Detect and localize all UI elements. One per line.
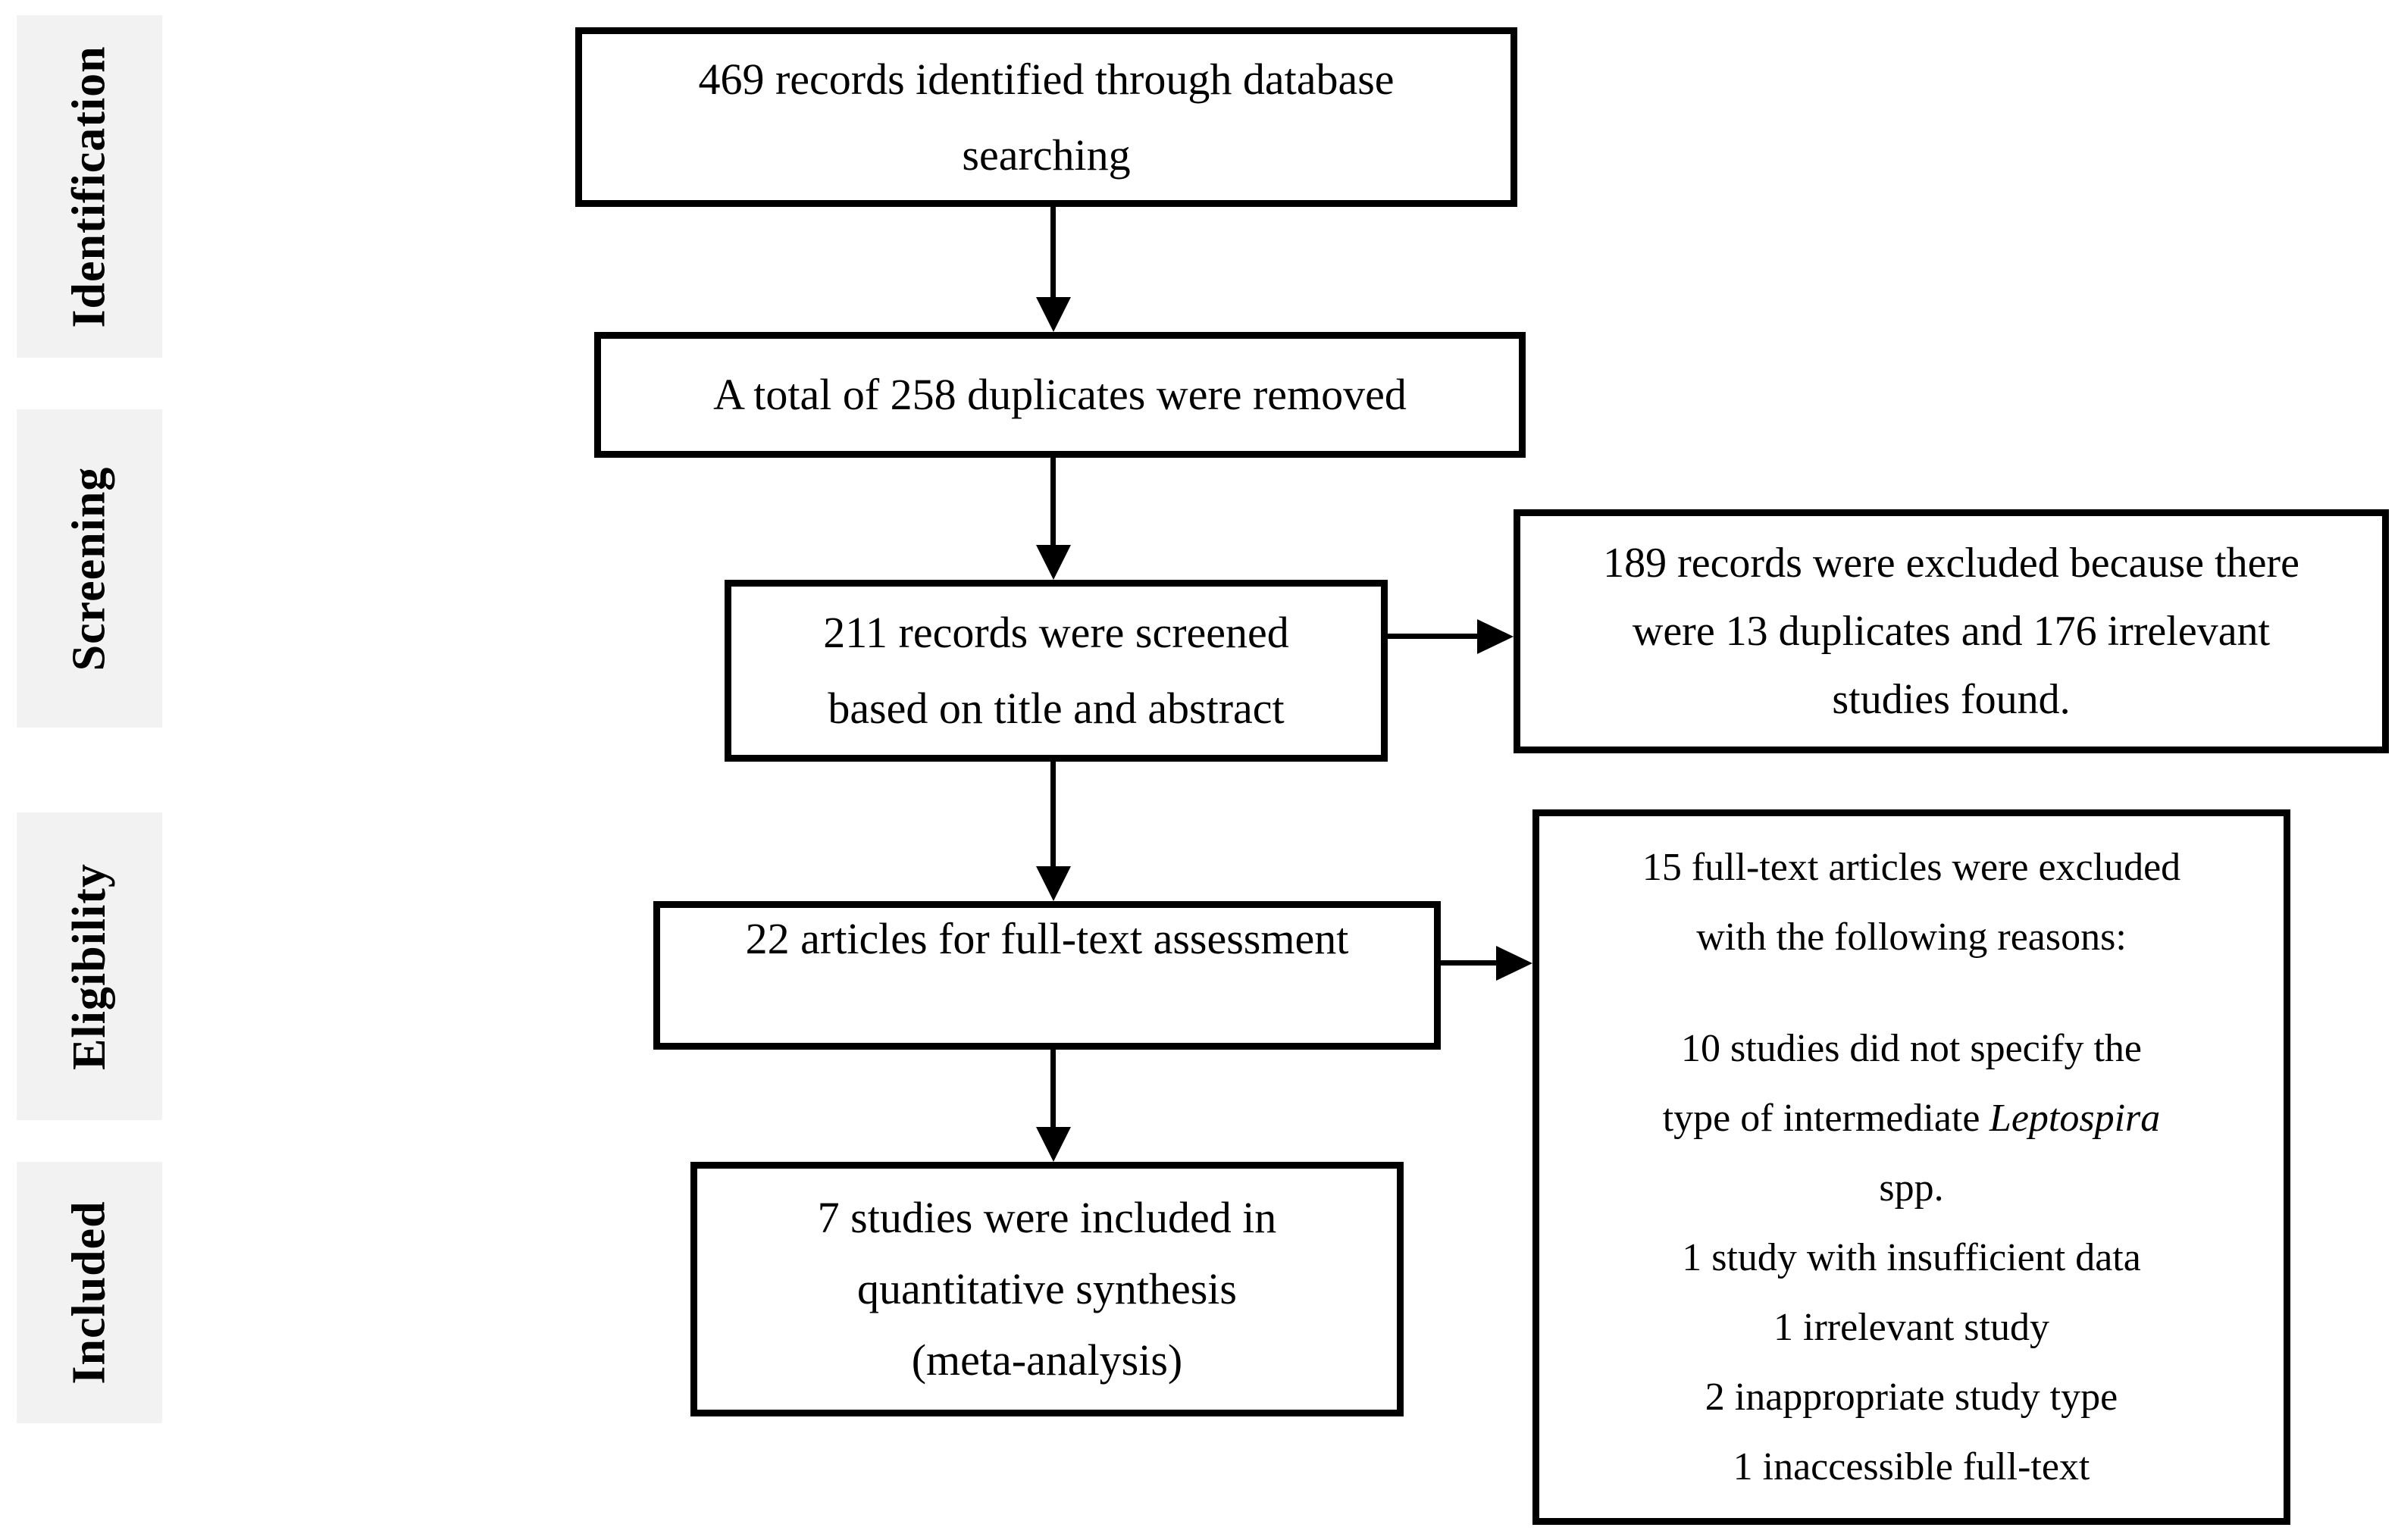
stage-label-eligibility: Eligibility [63,862,115,1070]
stage-label-identification: Identification [63,45,115,328]
arrow-right-icon [1496,946,1532,981]
duplicates-removed-box: A total of 258 duplicates were removed [594,332,1526,458]
box-line: 10 studies did not specify the [1680,1026,2143,1070]
box-line: 1 study with insufficient data [1682,1235,2141,1279]
box-line: 15 full-text articles were excluded [1642,845,2181,889]
stage-label-screening: Screening [63,466,115,671]
arrow-line [1050,207,1056,299]
box-line: (meta-analysis) [911,1335,1183,1385]
arrow-line [1441,960,1496,966]
box-line: 22 articles for full-text assessment [745,914,1349,963]
box-line: with the following reasons: [1696,915,2127,959]
stage-band-identification: Identification [17,15,162,358]
stage-band-included: Included [17,1162,162,1423]
box-line: were 13 duplicates and 176 irrelevant [1632,608,2271,655]
box-line: 1 inaccessible full-text [1733,1445,2090,1488]
box-line: 189 records were excluded because there [1603,540,2299,587]
arrow-down-icon [1036,1127,1071,1162]
box-line: spp. [1879,1166,1944,1210]
arrow-line [1050,1049,1056,1128]
included-synthesis-box: 7 studies were included in quantitative … [690,1162,1404,1416]
records-screened-box: 211 records were screened based on title… [725,580,1388,762]
box-line: A total of 258 duplicates were removed [713,370,1407,419]
arrow-line [1050,762,1056,868]
box-line: studies found. [1832,676,2071,723]
arrow-down-icon [1036,297,1071,332]
full-text-excluded-box: 15 full-text articles were excluded with… [1532,809,2290,1525]
box-line: searching [962,130,1131,180]
arrow-right-icon [1477,619,1514,654]
arrow-line [1050,457,1056,546]
box-line: 7 studies were included in [817,1193,1277,1242]
stage-band-eligibility: Eligibility [17,812,162,1120]
stage-label-included: Included [63,1200,115,1385]
full-text-assessment-box: 22 articles for full-text assessment [653,901,1441,1050]
box-line: based on title and abstract [828,684,1285,733]
box-line: 211 records were screened [823,608,1289,657]
arrow-down-icon [1036,545,1071,580]
records-identified-box: 469 records identified through database … [575,27,1517,207]
arrow-down-icon [1036,866,1071,901]
box-line: 469 records identified through database [698,54,1395,104]
box-line: 1 irrelevant study [1773,1305,2049,1349]
box-line: quantitative synthesis [857,1264,1237,1313]
stage-band-screening: Screening [17,409,162,728]
records-excluded-box: 189 records were excluded because there … [1514,509,2389,753]
arrow-line [1388,634,1477,639]
italic-species-name: Leptospira [1989,1096,2161,1140]
box-line: 2 inappropriate study type [1705,1375,2118,1419]
